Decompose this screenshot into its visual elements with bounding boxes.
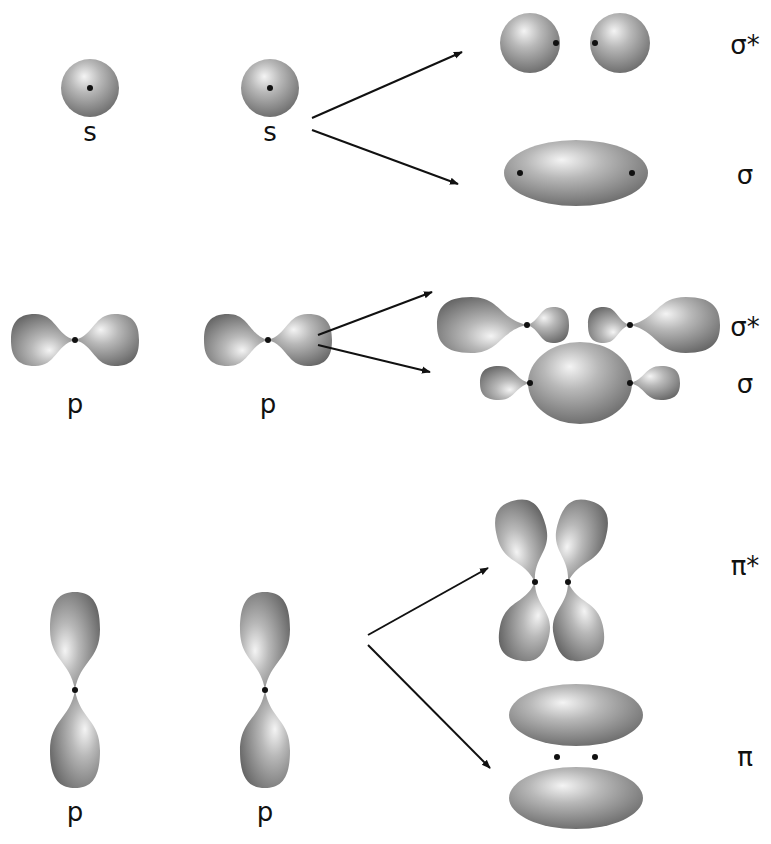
s-orbital <box>241 59 299 117</box>
arrow <box>318 292 432 335</box>
pi-orbital <box>509 684 643 829</box>
sigma-orbital <box>480 342 680 424</box>
orbital-label: σ* <box>730 32 759 58</box>
orbital-label: p <box>67 391 84 417</box>
orbital-label: p <box>260 391 277 417</box>
p-orbital <box>50 592 100 788</box>
pi-star-orbital <box>489 494 614 665</box>
orbital-label: π* <box>731 553 760 579</box>
p-orbital <box>240 592 290 788</box>
sigma-star-orbital <box>500 13 650 73</box>
arrow <box>368 568 488 635</box>
arrow <box>312 52 462 118</box>
arrows <box>312 52 490 768</box>
orbital-label: p <box>67 799 84 825</box>
orbital-label: σ <box>737 371 753 397</box>
orbital-label: p <box>257 799 274 825</box>
arrow <box>368 645 490 768</box>
orbital-label: s <box>83 119 97 145</box>
orbital-label: σ* <box>730 314 759 340</box>
orbital-label: σ <box>737 162 753 188</box>
orbital-label: s <box>263 119 277 145</box>
sigma-orbital <box>504 140 648 206</box>
p-orbital <box>11 314 139 366</box>
s-orbital <box>61 59 119 117</box>
arrow <box>312 130 458 184</box>
p-orbital <box>204 314 332 366</box>
arrow <box>318 345 430 372</box>
orbital-label: π <box>737 744 753 770</box>
